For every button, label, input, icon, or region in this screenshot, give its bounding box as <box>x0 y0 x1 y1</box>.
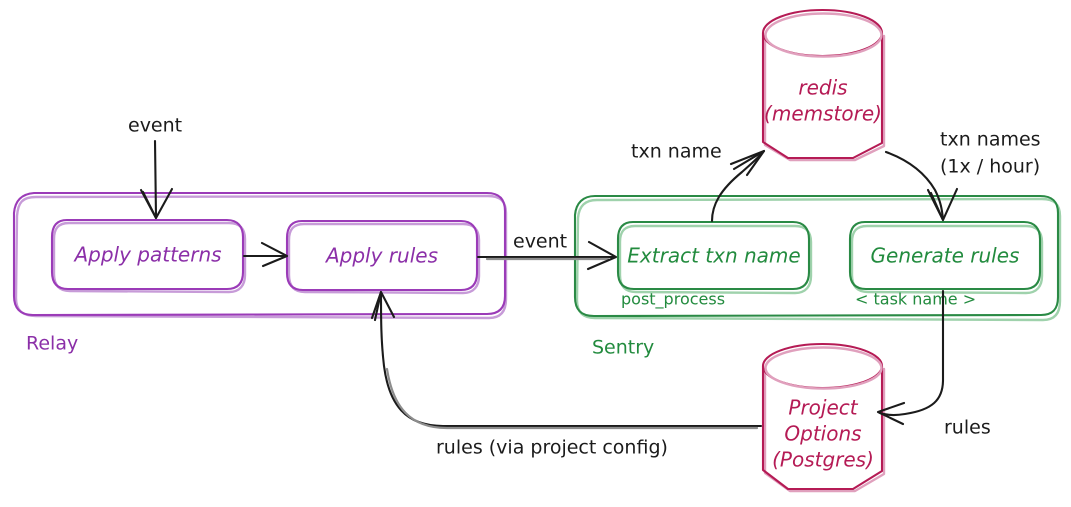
edge-txn-names-arrowhead-extra <box>929 191 945 222</box>
sentry-group-label: Sentry <box>592 337 654 359</box>
extract-txn-name-sublabel: post_process <box>621 290 725 310</box>
relay-group-outline <box>12 191 507 317</box>
edge-txn-name-arrowhead-extra <box>732 149 766 171</box>
edge-event-out-arrowhead <box>586 240 618 271</box>
edge-event-out-label: event <box>513 231 567 253</box>
sentry-group-outline <box>573 194 1060 318</box>
apply-patterns-outline <box>50 218 245 291</box>
node-generate-rules[interactable]: Generate rules < task name > <box>848 220 1044 309</box>
edge-rules-project-config-line-shadow <box>385 367 759 430</box>
edge-rules-label: rules <box>944 417 991 439</box>
redis-top-ellipse-shadow <box>764 12 883 58</box>
project-options-label-line-3: (Postgres) <box>772 448 874 472</box>
datastore-project-options[interactable]: Project Options (Postgres) <box>761 342 886 493</box>
apply-patterns-label: Apply patterns <box>72 243 221 267</box>
edge-rules-arrowhead <box>876 401 906 426</box>
edge-event-in-arrowhead-extra <box>141 190 158 220</box>
redis-label-line-2: (memstore) <box>764 102 882 126</box>
edge-txn-names-line <box>884 150 945 221</box>
generate-rules-sublabel: < task name > <box>855 290 976 309</box>
node-apply-rules[interactable]: Apply rules <box>285 219 481 295</box>
generate-rules-outline <box>848 220 1042 291</box>
redis-body <box>761 31 884 160</box>
project-options-label-line-2: Options <box>784 422 861 446</box>
edge-event-in: event <box>128 115 182 220</box>
edge-rules-project-config-label: rules (via project config) <box>436 437 668 459</box>
apply-rules-label: Apply rules <box>324 244 438 268</box>
project-options-body <box>761 364 884 491</box>
edge-patterns-to-rules-arrowhead <box>260 241 289 268</box>
group-relay: Relay <box>12 191 508 355</box>
node-apply-patterns[interactable]: Apply patterns <box>50 218 247 294</box>
edge-patterns-to-rules <box>242 241 289 268</box>
edge-txn-name: txn name <box>631 141 766 223</box>
edge-event-out: event <box>476 231 618 271</box>
project-options-top-ellipse-shadow <box>764 346 883 390</box>
extract-txn-name-outline <box>616 220 811 291</box>
edge-rules: rules <box>876 289 991 439</box>
edge-txn-name-line <box>710 150 765 223</box>
edge-rules-project-config-arrowhead-extra <box>373 290 383 322</box>
project-options-body-shadow <box>763 367 886 493</box>
edge-txn-names-label-line-2: (1x / hour) <box>940 156 1040 178</box>
datastore-redis[interactable]: redis (memstore) <box>761 8 886 162</box>
apply-rules-outline <box>285 219 479 292</box>
generate-rules-label: Generate rules <box>871 244 1020 268</box>
edge-rules-line <box>878 289 945 417</box>
edge-event-in-line <box>153 139 158 219</box>
edge-rules-project-config: rules (via project config) <box>370 290 763 459</box>
group-sentry: Sentry <box>573 194 1062 359</box>
project-options-label-line-1: Project <box>788 396 858 420</box>
extract-txn-name-label: Extract txn name <box>627 244 800 268</box>
edge-event-in-label: event <box>128 115 182 137</box>
redis-body-shadow <box>763 34 886 162</box>
edge-txn-names: txn names (1x / hour) <box>884 129 1041 222</box>
edge-txn-name-label: txn name <box>631 141 722 163</box>
edge-txn-names-label-line-1: txn names <box>940 129 1041 151</box>
node-extract-txn-name[interactable]: Extract txn name post_process <box>616 220 813 310</box>
relay-group-label: Relay <box>26 333 78 355</box>
redis-label-line-1: redis <box>798 76 847 100</box>
